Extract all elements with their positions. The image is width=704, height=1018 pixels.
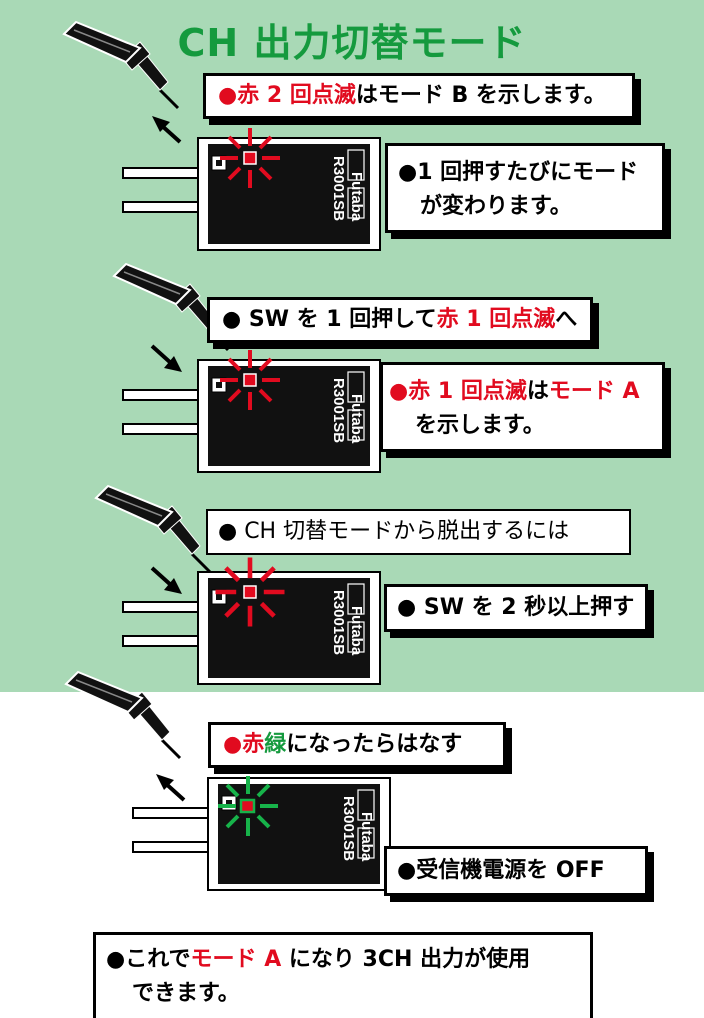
note-line-1: ●1 回押すたびにモード xyxy=(398,160,639,185)
red-text: 赤 1 回点滅 xyxy=(436,307,556,332)
note-line-2: が変わります。 xyxy=(420,194,572,219)
arrow-up-4-icon xyxy=(156,774,186,802)
step4-callout: ●赤緑になったらはなす xyxy=(208,722,506,768)
receiver-1-model: R3001SB xyxy=(330,156,347,221)
bullet: ● xyxy=(223,732,243,757)
callout-text: はモード B を示します。 xyxy=(355,83,606,108)
red-text-1: 赤 1 回点滅 xyxy=(408,379,527,404)
bullet: ● xyxy=(218,83,238,108)
led-3 xyxy=(216,558,285,627)
callout-pre: ● SW を 1 回押して xyxy=(222,307,437,332)
receiver-2-model: R3001SB xyxy=(330,378,347,443)
step2-callout: ● SW を 1 回押して赤 1 回点滅へ xyxy=(207,297,593,343)
receiver-1-brand: Futaba xyxy=(348,172,365,222)
callout-post: へ xyxy=(555,307,578,332)
receiver-4-brand: Futaba xyxy=(358,812,375,862)
final-post: になり 3CH 出力が使用 xyxy=(281,947,531,972)
red-text: 赤 2 回点滅 xyxy=(237,83,356,108)
led-4 xyxy=(216,774,280,838)
green-text: 緑 xyxy=(264,732,287,757)
receiver-4-model: R3001SB xyxy=(340,796,357,861)
red-text: モード A xyxy=(190,947,282,972)
final-note: ●これでモード A になり 3CH 出力が使用 できます。 xyxy=(93,932,593,1018)
receiver-3-model: R3001SB xyxy=(330,590,347,655)
pen-4 xyxy=(64,670,182,760)
receiver-3-brand: Futaba xyxy=(348,606,365,656)
page-title: CH 出力切替モード xyxy=(177,21,527,65)
callout-text: になったらはなす xyxy=(286,732,463,757)
red-text-2: モード A xyxy=(548,379,640,404)
arrow-up-1-icon xyxy=(152,116,182,144)
receiver-2-brand: Futaba xyxy=(348,394,365,444)
step1-callout: ●赤 2 回点滅はモード B を示します。 xyxy=(203,73,635,119)
callout-text: ● CH 切替モードから脱出するには xyxy=(218,519,570,544)
red-text: 赤 xyxy=(242,732,265,757)
step4-note: ●受信機電源を OFF xyxy=(384,846,648,896)
step3-callout: ● CH 切替モードから脱出するには xyxy=(206,509,631,555)
step3-note: ● SW を 2 秒以上押す xyxy=(384,584,648,632)
final-line-2: できます。 xyxy=(132,981,240,1006)
note-mid: は xyxy=(526,379,549,404)
note-text: ●受信機電源を OFF xyxy=(397,858,605,883)
bullet: ● xyxy=(389,379,409,404)
arrow-down-3-icon xyxy=(150,566,182,594)
pen-1 xyxy=(62,20,180,110)
led-2 xyxy=(218,348,282,412)
note-line-2: を示します。 xyxy=(415,413,545,438)
pen-3 xyxy=(94,484,212,574)
step1-note: ●1 回押すたびにモード が変わります。 xyxy=(385,143,665,233)
final-pre: ●これで xyxy=(106,947,191,972)
arrow-down-2-icon xyxy=(150,344,182,372)
note-text: ● SW を 2 秒以上押す xyxy=(397,595,635,620)
led-1 xyxy=(218,126,282,190)
step2-note: ●赤 1 回点滅はモード A を示します。 xyxy=(380,362,665,452)
